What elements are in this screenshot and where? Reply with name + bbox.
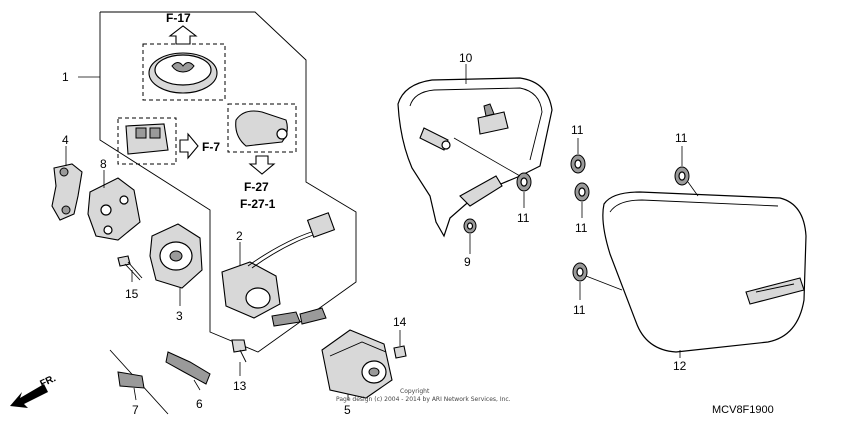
label-part-13: 13 [233, 379, 247, 393]
label-part-11-e: 11 [573, 303, 586, 317]
label-part-11-d: 11 [675, 131, 688, 145]
leader-lines [65, 64, 699, 401]
lock-cylinder-part-3 [149, 223, 203, 289]
front-direction-label: FR. [38, 373, 57, 390]
screw-part-14 [393, 345, 407, 359]
label-part-11-a: 11 [571, 123, 584, 137]
label-part-1: 1 [62, 70, 69, 84]
copyright-line-2: Page design (c) 2004 - 2014 by ARI Netwo… [336, 396, 511, 403]
label-part-12: 12 [673, 359, 687, 373]
label-part-8: 8 [100, 157, 107, 171]
bracket-part-4 [51, 163, 83, 221]
front-direction-arrow [10, 384, 48, 408]
lock-body-part-5 [321, 329, 393, 399]
screw-part-13 [231, 339, 247, 363]
label-part-7: 7 [132, 403, 139, 417]
grommet-part-11-e [572, 262, 588, 282]
label-part-9: 9 [464, 255, 471, 269]
ref-f17: F-17 [166, 11, 191, 25]
grommet-part-11-b [516, 172, 532, 192]
part-number-labels: 1 2 3 4 5 6 7 8 9 10 11 11 11 11 11 12 1… [62, 51, 688, 417]
grommet-part-11-d [674, 166, 690, 186]
label-part-11-c: 11 [575, 221, 588, 235]
copyright-line-1: Copyright [400, 388, 430, 395]
grommet-part-11-c [574, 182, 590, 202]
reference-labels: F-17 F-7 F-27 F-27-1 [166, 11, 276, 211]
keys-part-6-7 [109, 349, 211, 415]
seat-lock-block [117, 117, 199, 165]
grommet-part-11-a [570, 154, 586, 174]
grommet-part-9 [463, 218, 477, 234]
label-part-15: 15 [125, 287, 139, 301]
ref-f27: F-27 [244, 180, 269, 194]
label-part-5: 5 [344, 403, 351, 417]
ignition-switch-part-2 [221, 212, 336, 327]
label-part-2: 2 [236, 229, 243, 243]
label-part-11-b: 11 [517, 211, 530, 225]
ref-f27-1: F-27-1 [240, 197, 276, 211]
fuel-cap-part [142, 25, 226, 101]
label-part-4: 4 [62, 133, 69, 147]
side-cover-part-10 [397, 77, 553, 238]
label-part-14: 14 [393, 315, 407, 329]
assembly-outline [99, 11, 357, 353]
plate-part-8 [87, 177, 141, 241]
ref-f7: F-7 [202, 140, 220, 154]
label-part-3: 3 [176, 309, 183, 323]
label-part-10: 10 [459, 51, 473, 65]
label-part-6: 6 [196, 397, 203, 411]
bolt-part-15 [117, 255, 143, 281]
helmet-holder-block [227, 103, 297, 175]
diagram-code: MCV8F1900 [712, 404, 774, 416]
side-cover-part-12 [602, 191, 807, 353]
